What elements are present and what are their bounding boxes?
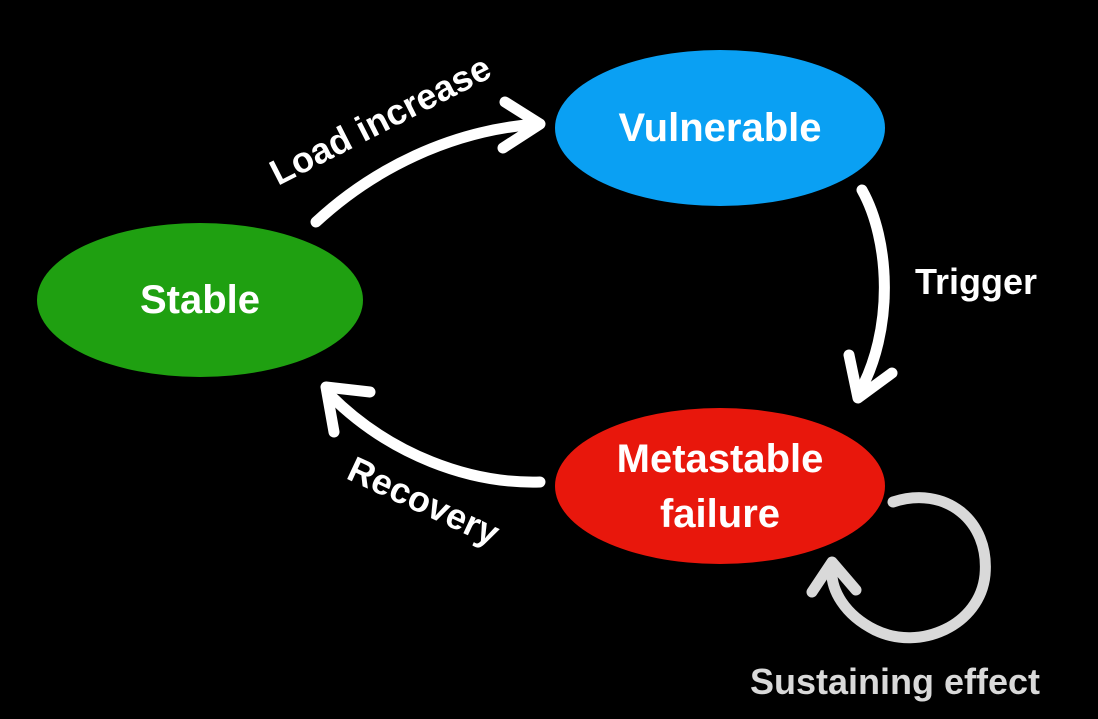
node-metastable-failure-shape (555, 408, 885, 564)
sustaining-effect-label: Sustaining effect (750, 661, 1040, 702)
node-vulnerable-label: Vulnerable (618, 106, 821, 150)
node-stable-shape (37, 223, 363, 377)
node-vulnerable-shape (555, 50, 885, 206)
recovery-arrow (320, 381, 546, 488)
node-metastable-failure-label-line1: Metastable (617, 437, 824, 481)
trigger-arrow (843, 184, 898, 404)
load-increase-arrow (310, 96, 546, 228)
node-stable-label: Stable (140, 278, 260, 322)
node-metastable-failure: Metastable failure (555, 408, 885, 564)
node-vulnerable: Vulnerable (555, 50, 885, 206)
node-stable: Stable (37, 223, 363, 377)
sustaining-effect-arrow (806, 492, 991, 644)
trigger-label: Trigger (915, 261, 1037, 302)
node-metastable-failure-label-line2: failure (660, 492, 780, 536)
